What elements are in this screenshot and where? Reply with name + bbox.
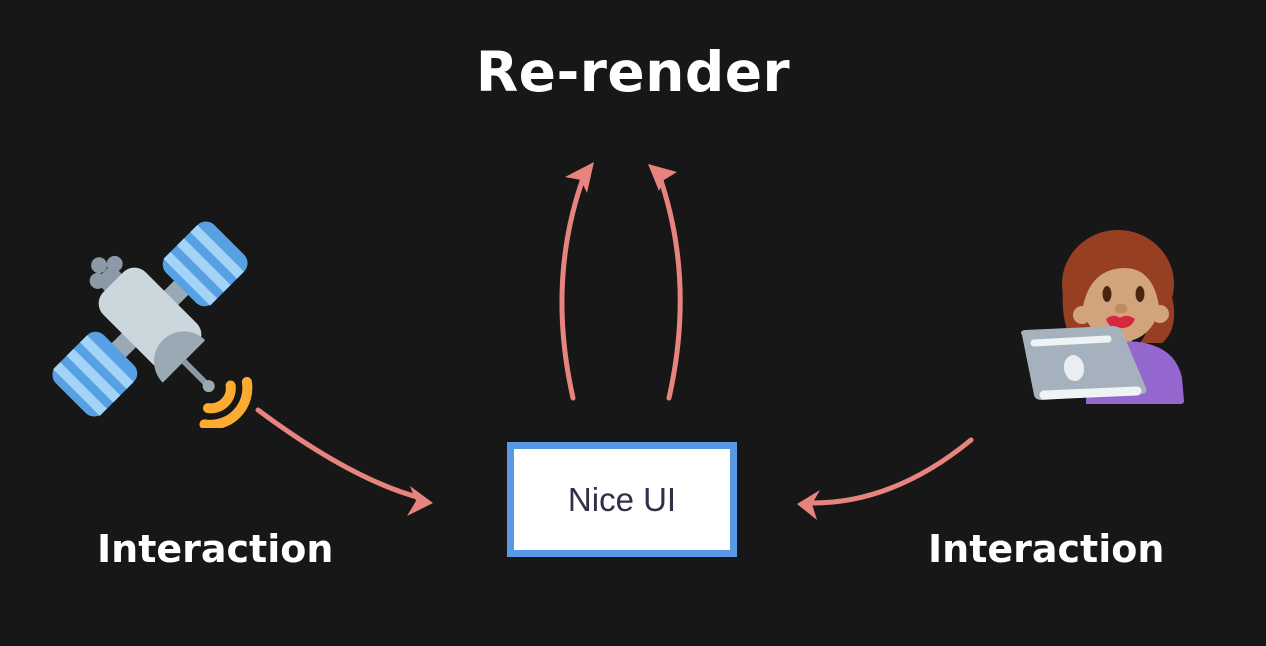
re-render-arrow-right: [648, 164, 683, 401]
interaction-arrow-left: [255, 407, 433, 516]
diagram-title: Re-render: [475, 40, 791, 104]
interaction-label-right: Interaction: [928, 527, 1165, 571]
interaction-arrow-right: [797, 437, 974, 520]
nice-ui-label: Nice UI: [567, 480, 677, 518]
interaction-label-left: Interaction: [97, 527, 334, 571]
satellite-icon: [52, 221, 253, 428]
woman-technologist-icon: [1021, 230, 1184, 404]
nice-ui-box: Nice UI: [507, 442, 737, 557]
re-render-arrow-left: [559, 162, 594, 401]
